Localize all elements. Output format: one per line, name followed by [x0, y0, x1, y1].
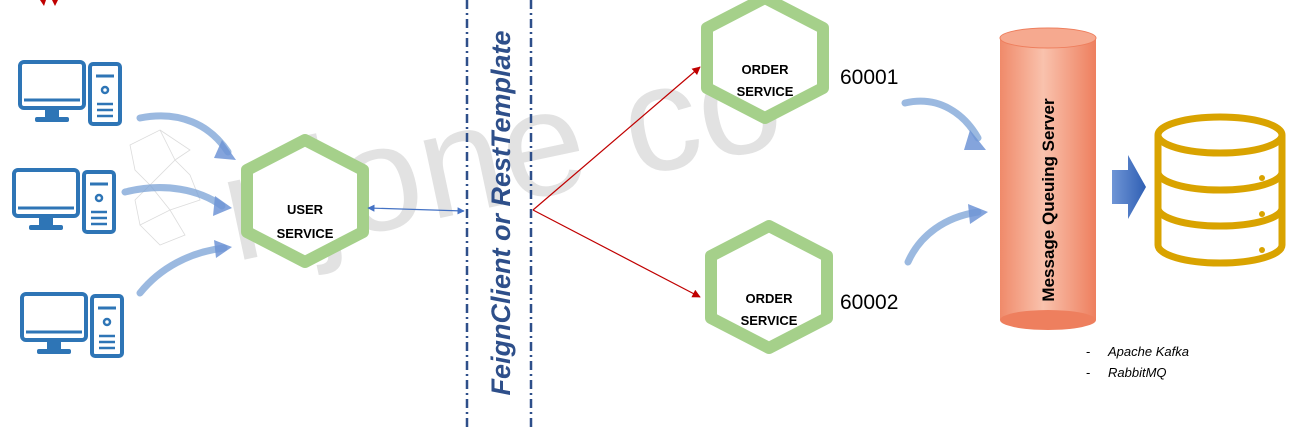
queue-option-2: RabbitMQ [1108, 365, 1167, 380]
queue-option-2-bullet: - [1086, 365, 1090, 380]
user-service-node: USER SERVICE [241, 134, 369, 268]
queue-option-1-bullet: - [1086, 344, 1090, 359]
desktop-computer-icon [20, 292, 124, 358]
database-icon [1154, 113, 1286, 267]
client-computer-1 [18, 60, 122, 126]
queue-option-1: Apache Kafka [1107, 344, 1189, 359]
cropped-red-mark [40, 0, 58, 6]
order-service-2-label-line1: ORDER [746, 291, 794, 306]
order-service-node-1: ORDER SERVICE 60001 [701, 0, 898, 124]
mesh-decoration [129, 129, 201, 246]
queue-arrows [901, 97, 982, 266]
queue-arrowheads [964, 130, 988, 224]
user-to-gateway-link [367, 204, 465, 215]
order-service-1-label-line2: SERVICE [737, 84, 794, 99]
client-computer-2 [12, 168, 116, 234]
message-queue-server: Message Queuing Server [999, 27, 1097, 330]
arrow-right-icon [1112, 155, 1146, 219]
user-service-label-line1: USER [287, 202, 324, 217]
hexagon-service-icon [705, 220, 833, 354]
order-service-node-2: ORDER SERVICE 60002 [705, 220, 898, 354]
order-service-1-port: 60001 [840, 66, 898, 89]
route-arrow-order-1 [532, 66, 701, 211]
order-service-2-label-line2: SERVICE [741, 313, 798, 328]
client-computer-3 [20, 292, 124, 358]
hexagon-service-icon [701, 0, 829, 124]
client-arrowheads [213, 140, 236, 258]
route-arrow-order-2 [532, 209, 701, 298]
message-queue-label: Message Queuing Server [1039, 98, 1058, 302]
order-service-2-port: 60002 [840, 291, 898, 314]
queue-options-list: - Apache Kafka - RabbitMQ [1086, 344, 1189, 380]
desktop-computer-icon [12, 168, 116, 234]
order-service-1-label-line1: ORDER [742, 62, 790, 77]
feign-rest-label: FeignClient or RestTemplate [486, 30, 516, 395]
user-service-label-line2: SERVICE [277, 226, 334, 241]
hexagon-service-icon [241, 134, 369, 268]
desktop-computer-icon [18, 60, 122, 126]
